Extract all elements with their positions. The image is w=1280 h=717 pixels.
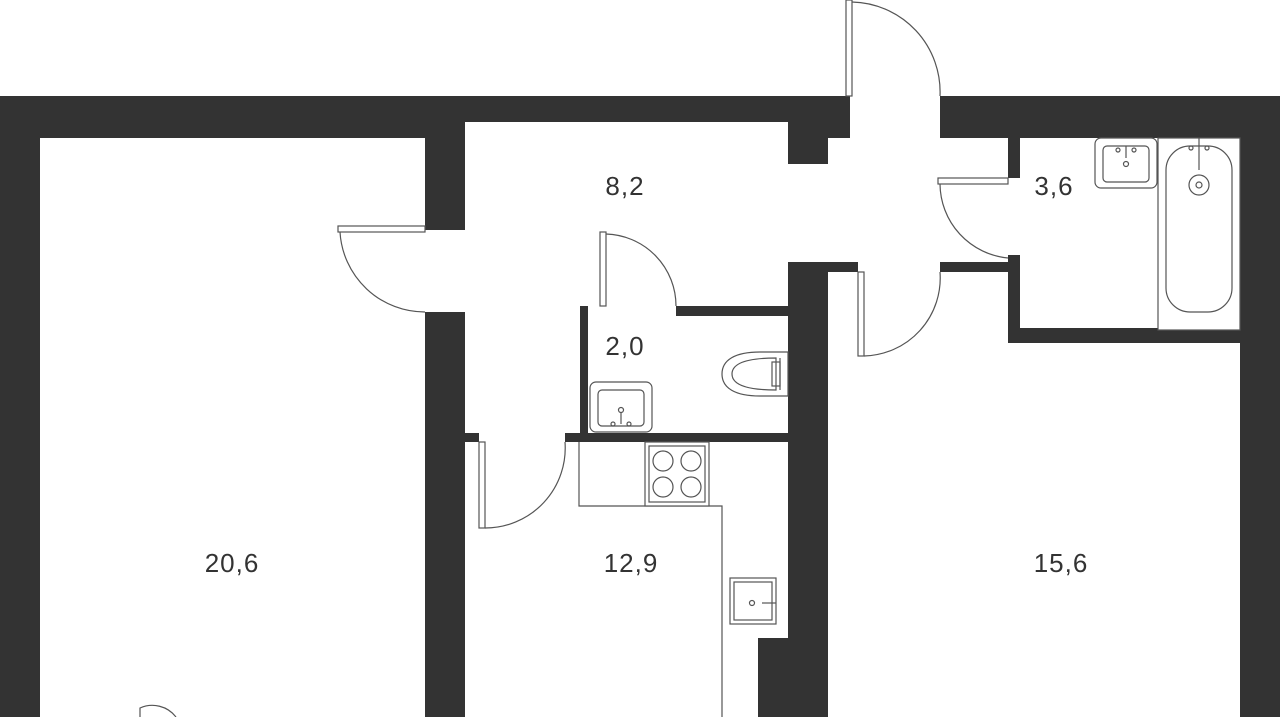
wall-hall-stub xyxy=(788,122,828,164)
living-balcony-door-arc xyxy=(139,704,177,717)
toilet-sink-icon xyxy=(589,381,653,433)
wall-toilet-left xyxy=(580,306,588,440)
toilet-icon xyxy=(721,351,789,397)
toilet-door-arc xyxy=(605,233,677,307)
kitchen-door-arc xyxy=(484,441,566,529)
wall-kitchen-stub xyxy=(465,433,479,442)
room-area-bathroom: 3,6 xyxy=(1034,171,1073,201)
wall-toilet-bottom xyxy=(565,433,788,442)
room-area-living: 20,6 xyxy=(205,548,260,578)
bathroom-door-leaf[interactable] xyxy=(937,177,1009,185)
wall-hall-bedroom xyxy=(758,262,858,717)
room-labels: 20,6 8,2 3,6 2,0 12,9 15,6 xyxy=(205,171,1089,578)
wall-living-hall-lower xyxy=(425,312,465,717)
room-area-bedroom: 15,6 xyxy=(1034,548,1089,578)
room-area-toilet: 2,0 xyxy=(605,331,644,361)
wall-bath-left xyxy=(1008,138,1020,178)
fixtures xyxy=(578,137,1241,717)
bathroom-door-arc xyxy=(939,183,1009,259)
stove-icon xyxy=(644,441,710,507)
bedroom-door-arc xyxy=(863,271,941,357)
entrance-door-leaf[interactable] xyxy=(845,0,853,97)
kitchen-door-leaf[interactable] xyxy=(478,441,486,529)
living-door-arc xyxy=(339,231,426,313)
wall-hall-bath-stub xyxy=(940,262,1008,272)
wall-bath-left-lower xyxy=(1008,255,1020,343)
wall-bath-bottom-strip xyxy=(1008,330,1240,343)
bedroom-door-leaf[interactable] xyxy=(857,271,865,357)
doors xyxy=(139,0,1009,717)
living-door-leaf[interactable] xyxy=(337,225,426,233)
room-area-hall: 8,2 xyxy=(605,171,644,201)
room-area-kitchen: 12,9 xyxy=(604,548,659,578)
bathtub-icon xyxy=(1157,137,1241,331)
toilet-door-leaf[interactable] xyxy=(599,231,607,307)
wall-toilet-top xyxy=(676,306,788,316)
sink-icon xyxy=(1094,137,1158,189)
entrance-door-arc xyxy=(851,1,941,97)
wall-living-hall-upper xyxy=(425,122,465,230)
kitchen-sink-icon xyxy=(729,577,777,625)
